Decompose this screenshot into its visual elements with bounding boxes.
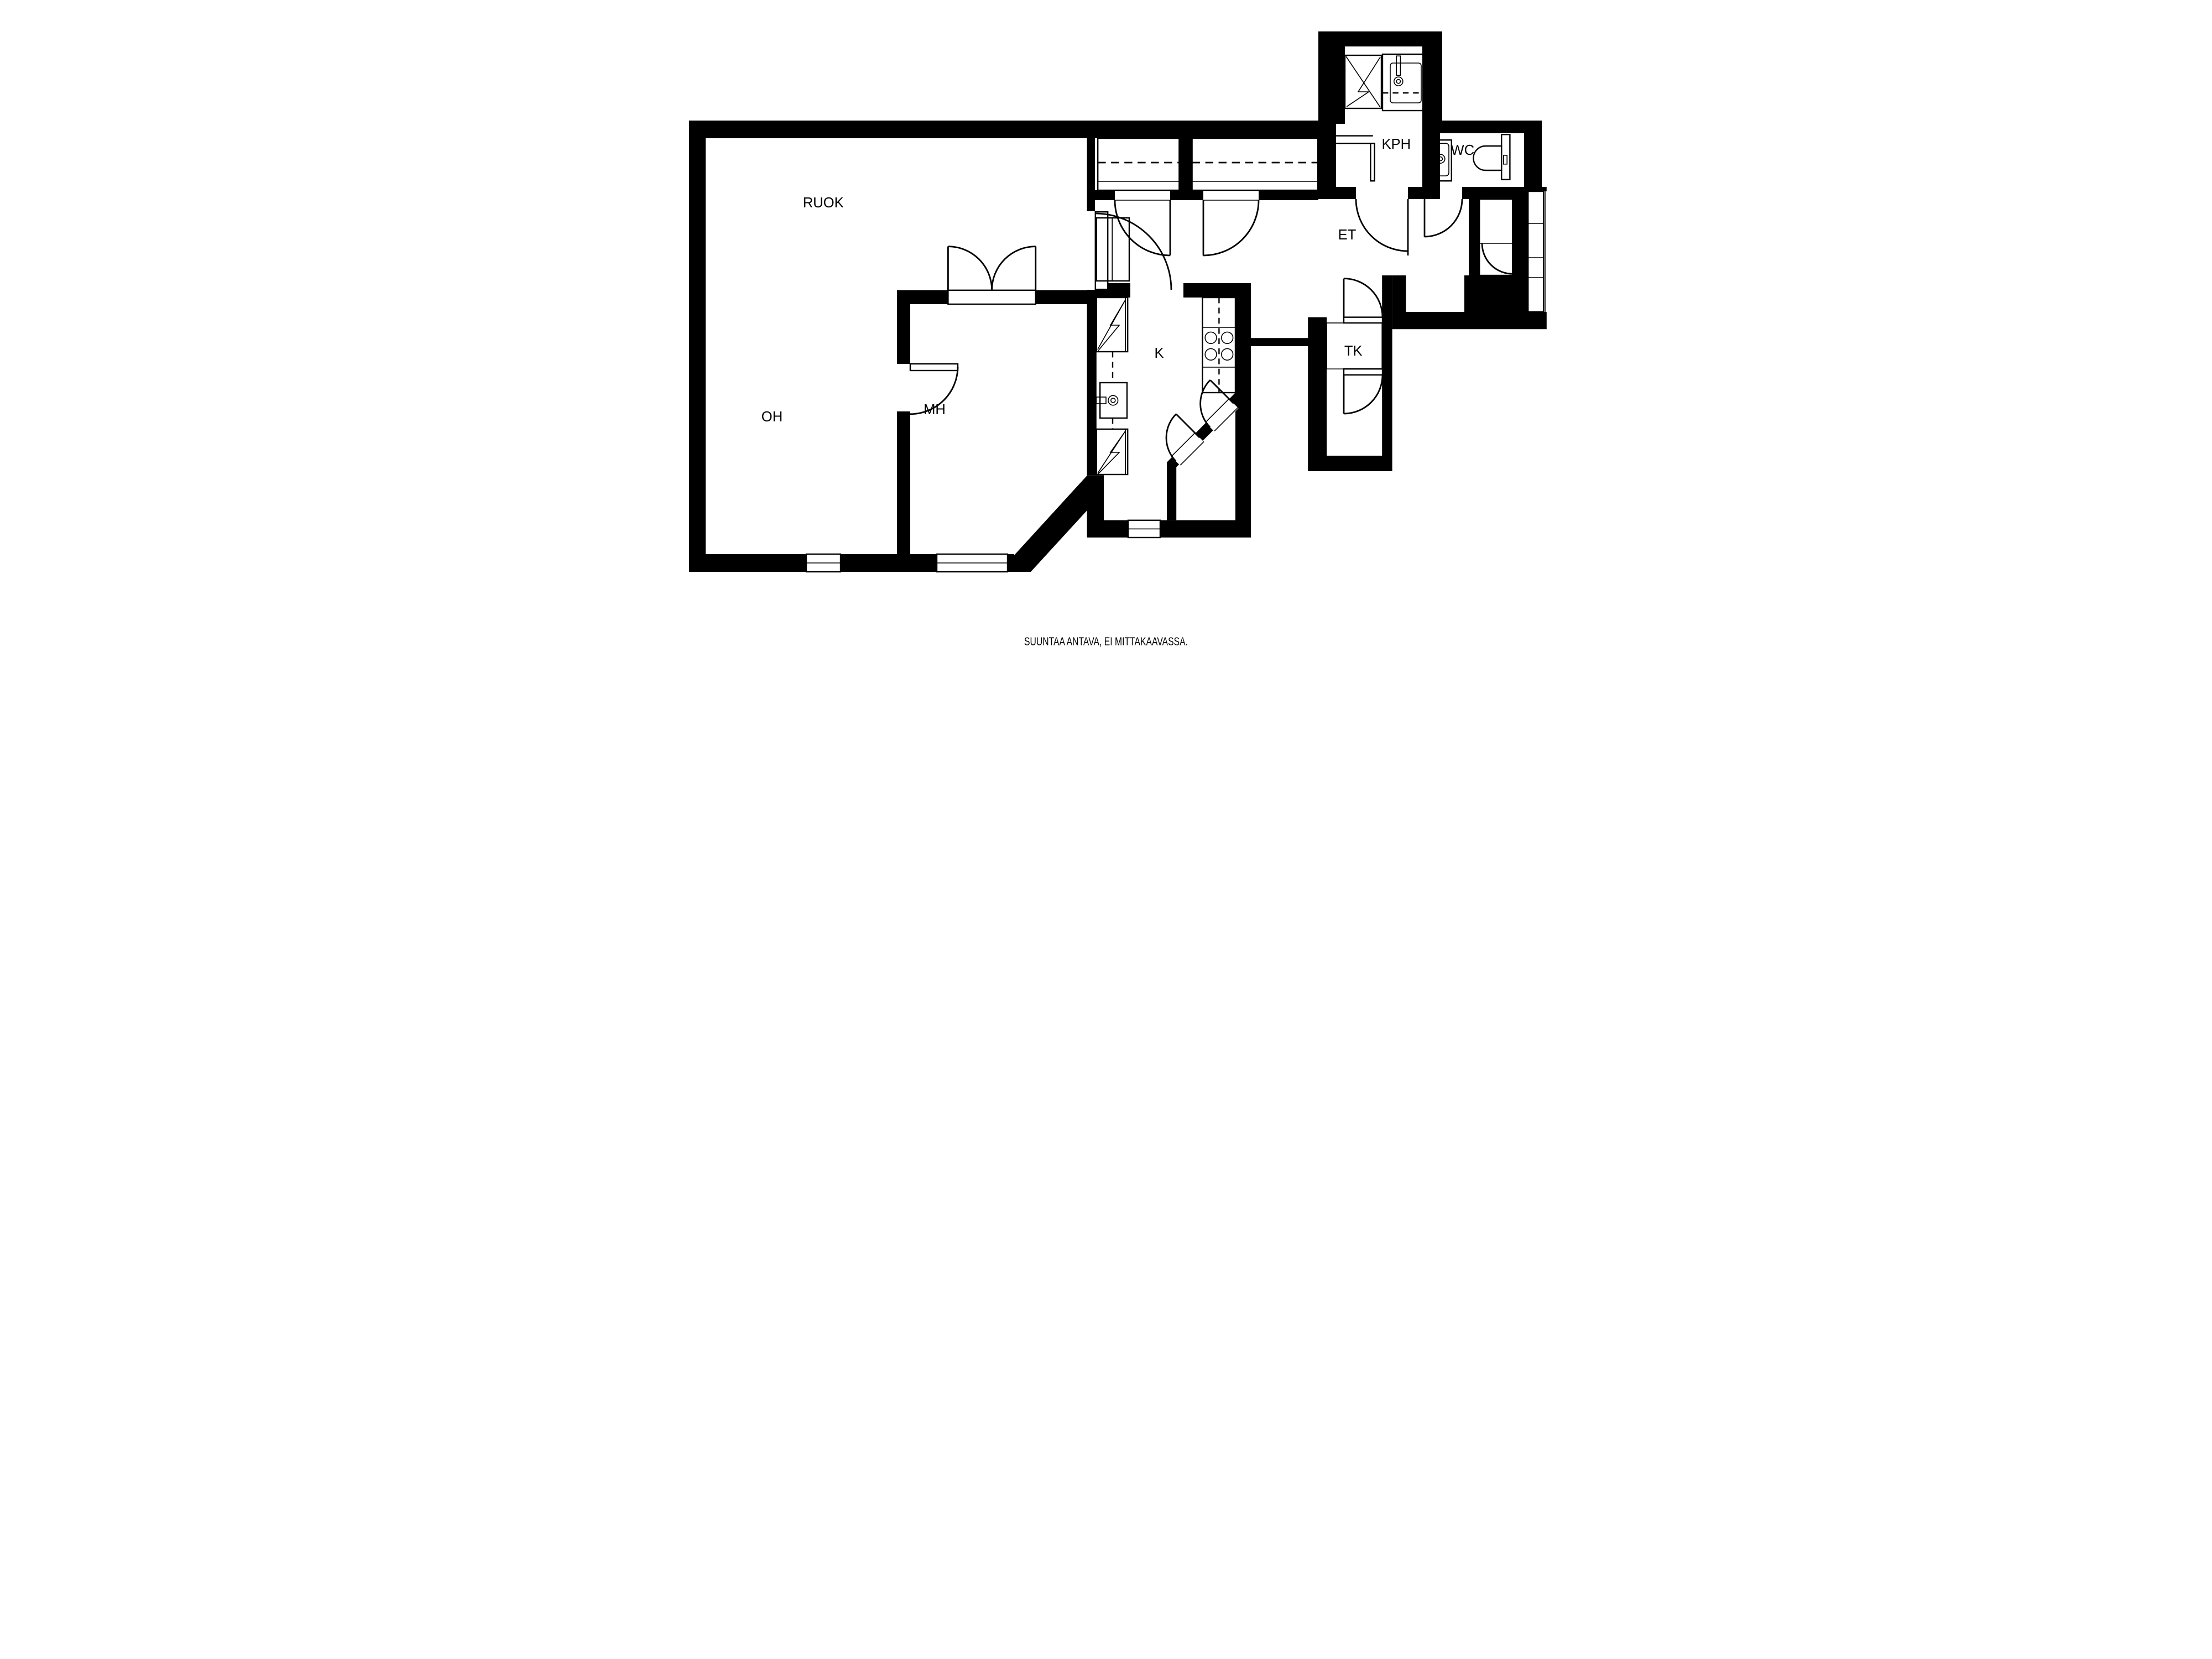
door-oh-mh [909, 363, 959, 415]
door-arc [1343, 278, 1384, 317]
faucet-icon [1426, 155, 1438, 163]
door-tk-upper [1343, 278, 1384, 324]
floorplan-page: RUOK OH MH K ET KPH WC TK SUUNTAA ANTAVA… [664, 0, 1548, 664]
door-arc [948, 246, 993, 290]
door-k-diagonal-upper [1199, 379, 1239, 432]
sink-icon [1095, 382, 1128, 419]
room-label-k: K [1154, 346, 1164, 361]
door-kph-inner [1336, 135, 1375, 182]
disclaimer-text: SUUNTAA ANTAVA, EI MITTAKAAVASSA. [1024, 635, 1188, 648]
door-arc-closet-right [1481, 243, 1513, 275]
floorplan-drawing: RUOK OH MH K ET KPH WC TK SUUNTAA ANTAVA… [689, 31, 1547, 648]
door-leaf [1209, 379, 1234, 404]
door-kph [1355, 199, 1409, 255]
room-label-ruok: RUOK [803, 195, 844, 211]
door-arc [1343, 374, 1384, 415]
room-label-kph: KPH [1381, 137, 1411, 152]
door-arc [1114, 200, 1171, 257]
kitchen-left-counter [1095, 217, 1130, 476]
shower-icon [1344, 54, 1383, 109]
room-label-mh: MH [924, 402, 946, 418]
door-closet-left [1114, 190, 1171, 257]
door-wc [1423, 199, 1463, 238]
room-label-wc: WC [1451, 143, 1474, 158]
kph-sink-icon [1381, 53, 1442, 112]
room-label-oh: OH [761, 409, 782, 425]
fixtures [1095, 53, 1546, 476]
door-ruok-corridor [1094, 211, 1172, 290]
toilet-icon [1473, 134, 1511, 180]
door-leaf [1370, 143, 1375, 182]
burner-icon [1221, 348, 1234, 361]
door-arc [1199, 379, 1211, 428]
tk-outline [1326, 322, 1383, 369]
burner-icon [1204, 348, 1217, 361]
faucet-icon [1095, 397, 1107, 404]
room-labels: RUOK OH MH K ET KPH WC TK [761, 137, 1474, 425]
burner-icon [1204, 331, 1217, 345]
door-closet-right [1202, 190, 1260, 257]
wc-sink-icon [1426, 139, 1452, 182]
door-tk-lower [1343, 368, 1384, 415]
freezer-icon [1095, 428, 1129, 476]
door-leaf [1094, 211, 1109, 290]
door-arc [1355, 199, 1408, 252]
walls [689, 31, 1547, 572]
stove-icon [1202, 296, 1237, 394]
fridge-icon [1095, 296, 1129, 353]
door-arc [1095, 212, 1172, 290]
door-leaf [909, 363, 959, 372]
door-leaf [1175, 413, 1201, 439]
et-closets [1479, 190, 1546, 313]
cabinet [1095, 217, 1130, 282]
doors [909, 135, 1513, 466]
door-arc [991, 246, 1036, 290]
door-arc [910, 367, 959, 415]
hall-wardrobe [1097, 137, 1319, 191]
window-mh [936, 553, 1009, 573]
double-door-ruok-mh [947, 246, 1037, 305]
door-k-diagonal-lower [1165, 413, 1204, 466]
outer-walls [689, 31, 1547, 572]
door-arc [1165, 413, 1177, 462]
burner-icon [1221, 331, 1234, 345]
faucet-icon [1396, 55, 1401, 76]
room-label-tk: TK [1344, 343, 1363, 359]
door-arc [1203, 200, 1260, 257]
door-arc [1424, 199, 1463, 238]
inner-walls [897, 138, 1524, 555]
windows [805, 519, 1161, 573]
window-kitchen [1127, 519, 1161, 539]
window-oh [805, 553, 842, 573]
room-label-et: ET [1338, 227, 1357, 243]
